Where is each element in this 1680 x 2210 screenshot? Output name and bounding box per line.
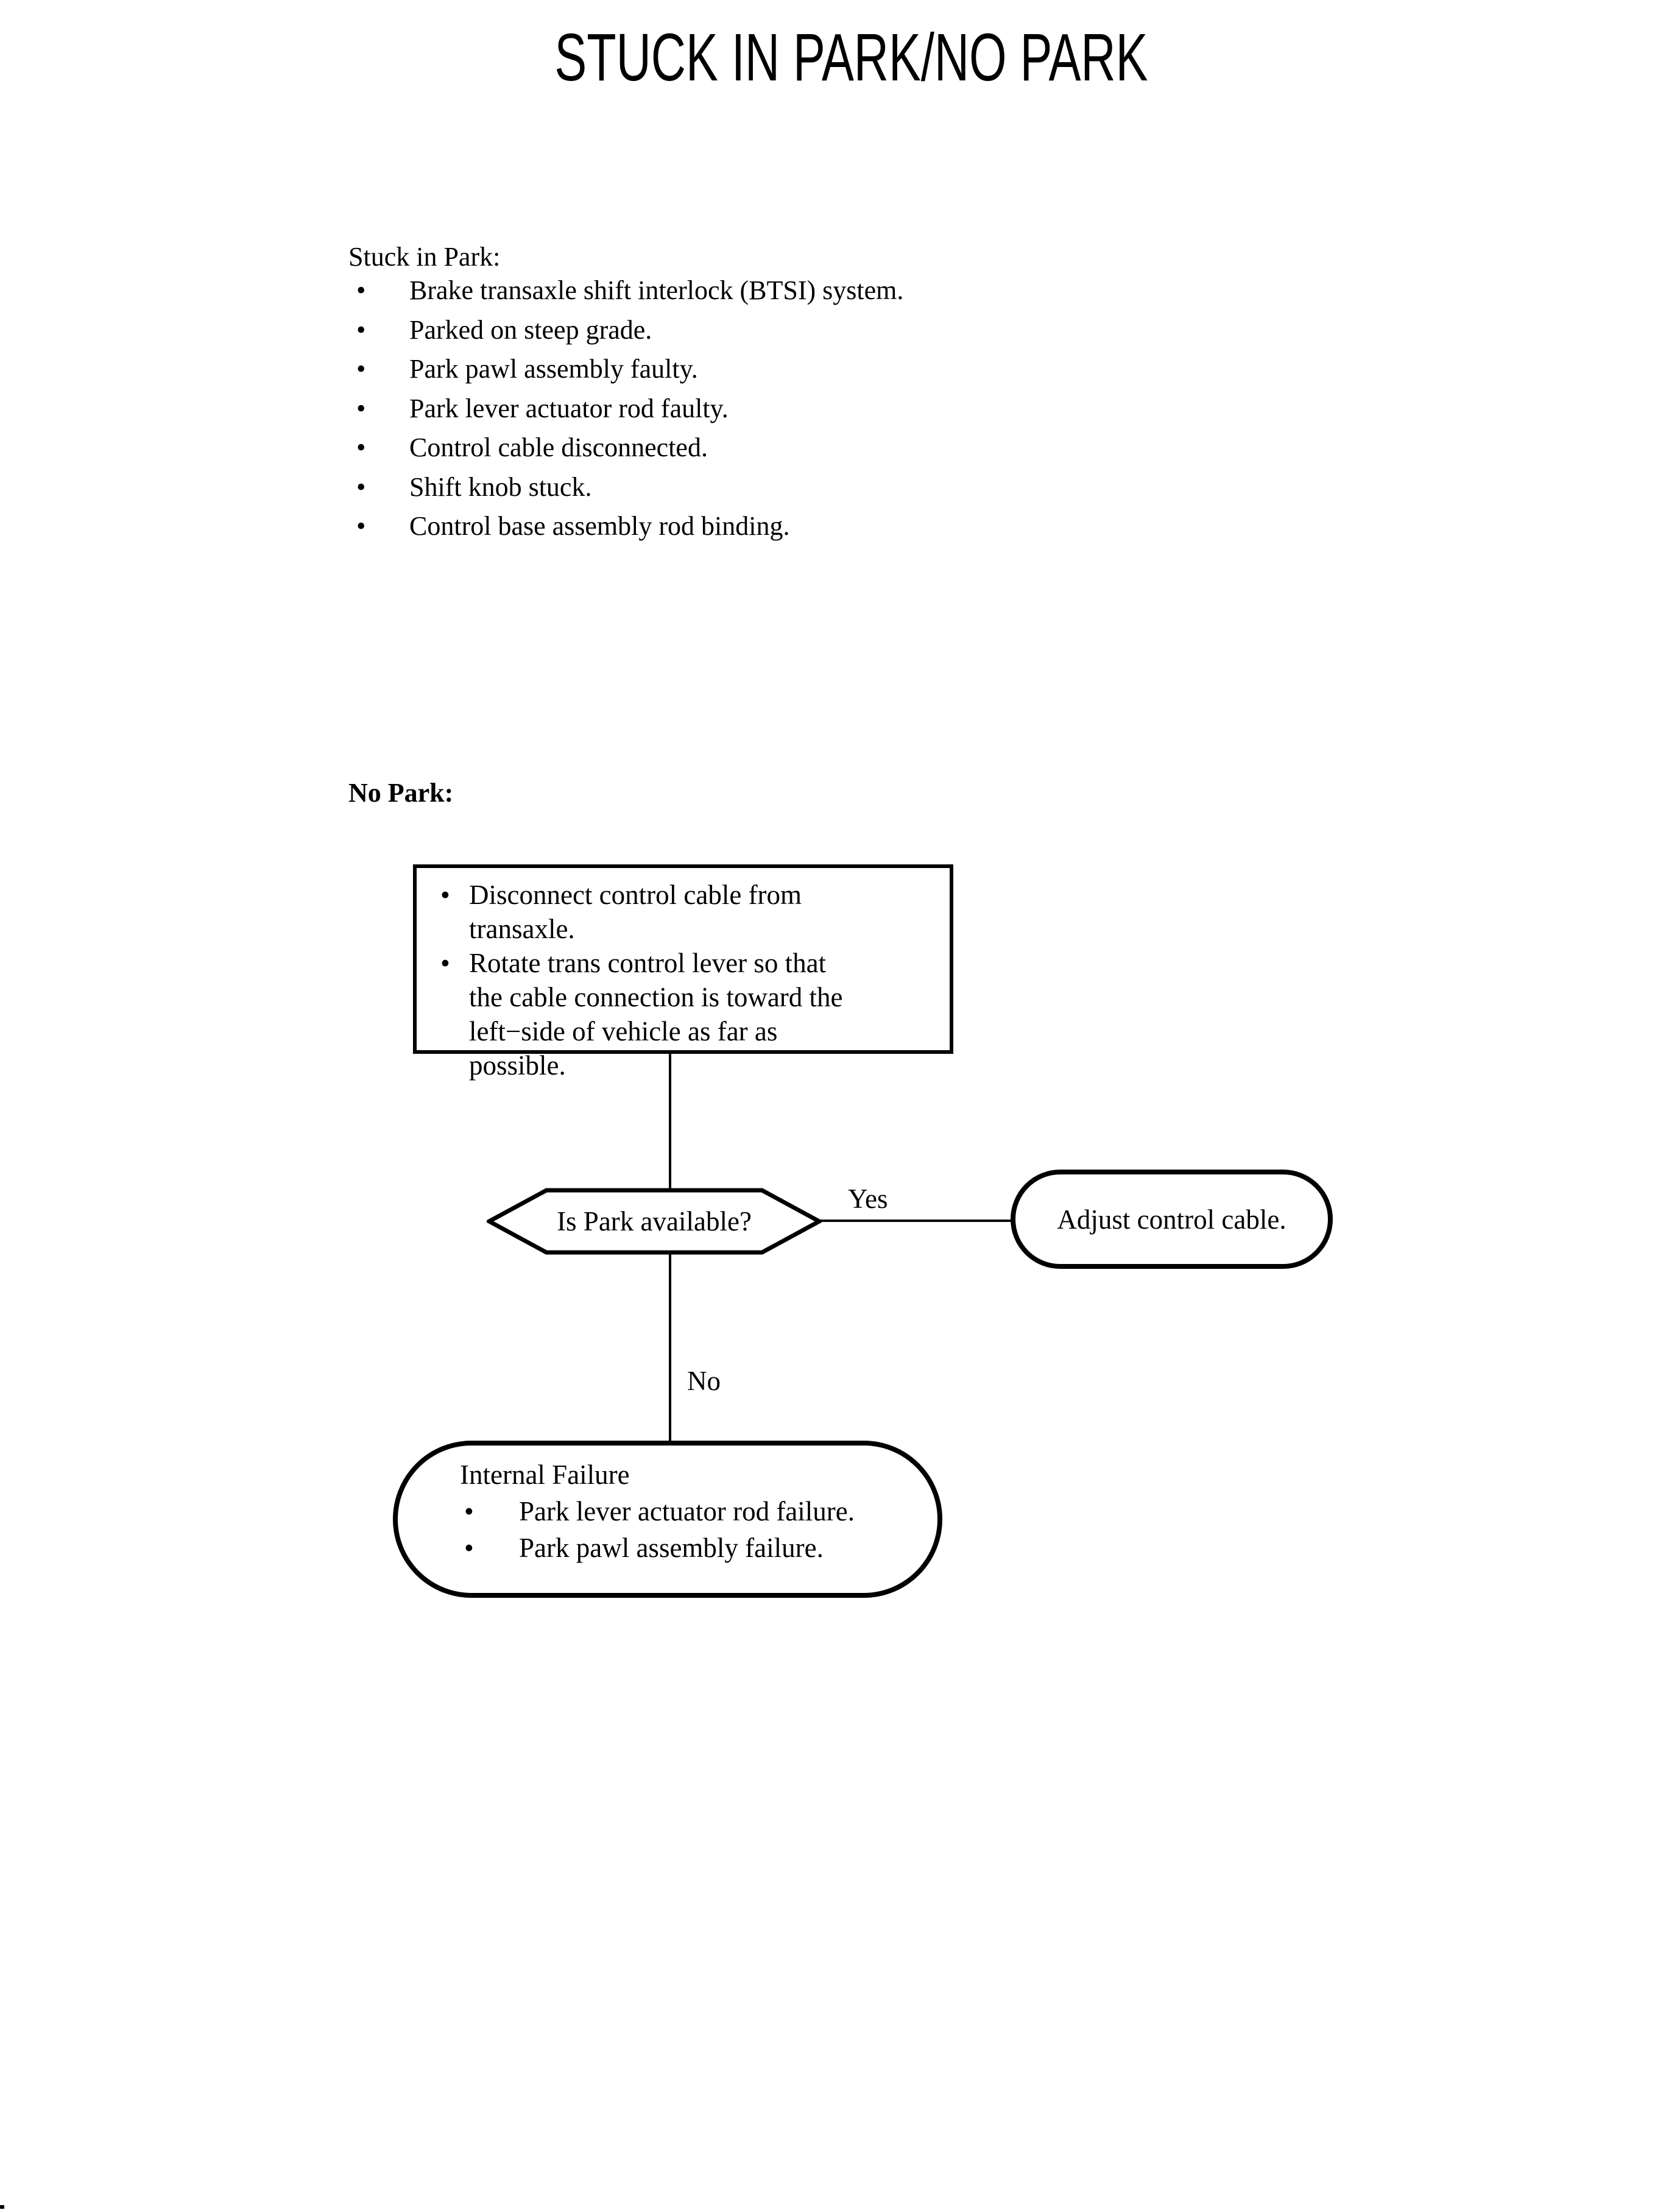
list-item-text: Parked on steep grade.: [409, 314, 652, 345]
connector-box-to-decision: [669, 1053, 671, 1190]
list-item-text: Brake transaxle shift interlock (BTSI) s…: [409, 275, 904, 305]
bullet-icon: •: [356, 354, 366, 384]
list-item: • Disconnect control cable from transaxl…: [440, 878, 950, 946]
list-item: • Park pawl assembly faulty.: [356, 354, 903, 384]
list-item-text: Park pawl assembly faulty.: [409, 354, 698, 384]
list-item-text: Rotate trans control lever so that the c…: [469, 948, 843, 1081]
stuck-in-park-heading: Stuck in Park:: [348, 242, 501, 272]
bullet-icon: •: [440, 948, 450, 978]
page-title: STUCK IN PARK/NO PARK: [0, 21, 1680, 94]
list-item-text: Control cable disconnected.: [409, 432, 708, 462]
list-item: • Park pawl assembly failure.: [460, 1530, 937, 1566]
bullet-icon: •: [356, 314, 366, 345]
yes-result-box: Adjust control cable.: [1011, 1170, 1333, 1269]
connector-decision-to-yes-result: [819, 1220, 1013, 1222]
prep-steps-box: • Disconnect control cable from transaxl…: [413, 864, 953, 1081]
bullet-icon: •: [440, 880, 450, 910]
connector-decision-to-no-result: [669, 1253, 671, 1442]
bullet-icon: •: [356, 511, 366, 541]
no-park-heading: No Park:: [348, 778, 454, 808]
list-item: • Shift knob stuck.: [356, 472, 903, 503]
no-result-box: Internal Failure • Park lever actuator r…: [393, 1441, 942, 1598]
list-item-text: Disconnect control cable from transaxle.: [469, 880, 802, 944]
prep-steps-list: • Disconnect control cable from transaxl…: [417, 868, 950, 1082]
list-item: • Parked on steep grade.: [356, 315, 903, 345]
bullet-icon: •: [356, 471, 366, 502]
decision-label: Is Park available?: [557, 1206, 752, 1237]
no-branch-label: No: [687, 1366, 721, 1396]
list-item-text: Park lever actuator rod faulty.: [409, 393, 729, 423]
no-result-title: Internal Failure: [460, 1460, 630, 1490]
bullet-icon: •: [464, 1533, 474, 1563]
bullet-icon: •: [464, 1496, 474, 1527]
stuck-in-park-list: • Brake transaxle shift interlock (BTSI)…: [356, 275, 903, 551]
bullet-icon: •: [356, 393, 366, 423]
yes-branch-label: Yes: [848, 1184, 888, 1214]
yes-result-text: Adjust control cable.: [1057, 1204, 1286, 1235]
bullet-icon: •: [356, 432, 366, 462]
no-result-list: • Park lever actuator rod failure. • Par…: [460, 1493, 937, 1566]
list-item-text: Shift knob stuck.: [409, 471, 592, 502]
bullet-icon: •: [356, 275, 366, 305]
list-item-text: Park lever actuator rod failure.: [519, 1496, 855, 1527]
list-item: • Rotate trans control lever so that the…: [440, 946, 950, 1082]
list-item: • Park lever actuator rod failure.: [460, 1493, 937, 1530]
list-item-text: Park pawl assembly failure.: [519, 1533, 824, 1563]
page-title-text: STUCK IN PARK/NO PARK: [554, 20, 1148, 95]
list-item: • Control cable disconnected.: [356, 432, 903, 463]
list-item: • Brake transaxle shift interlock (BTSI)…: [356, 275, 903, 306]
scan-artifact-mark: [0, 2205, 4, 2209]
list-item: • Control base assembly rod binding.: [356, 511, 903, 542]
list-item-text: Control base assembly rod binding.: [409, 511, 790, 541]
list-item: • Park lever actuator rod faulty.: [356, 394, 903, 424]
